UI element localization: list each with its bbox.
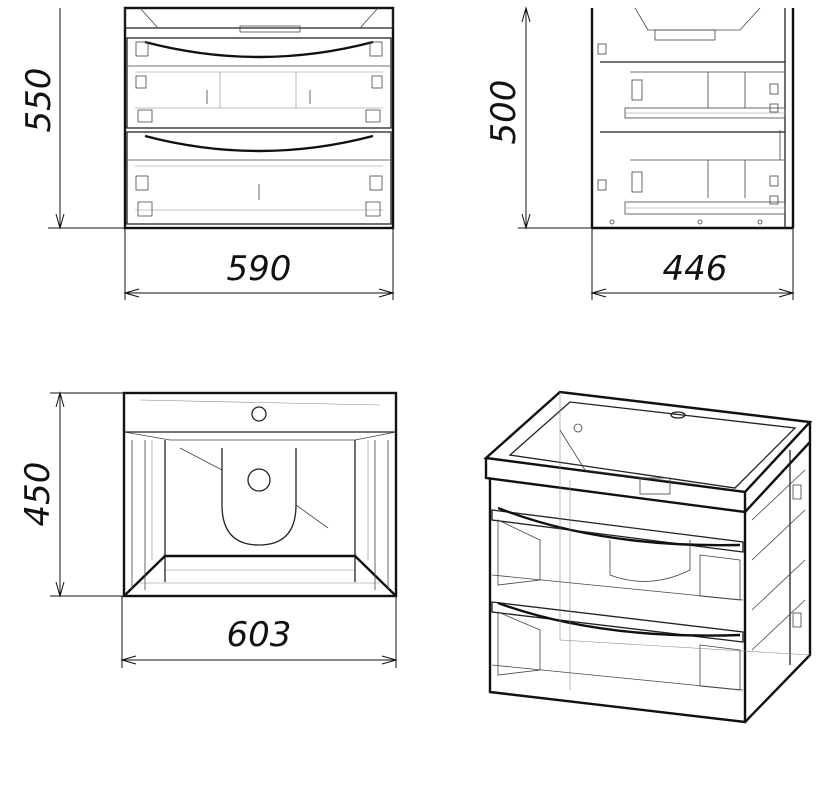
isometric-view [483,390,813,724]
iso-faucet-hole [670,411,686,419]
top-depth-dimension: 450 [18,391,124,598]
front-view [123,6,395,230]
side-height-dimension: 500 [484,6,592,230]
faucet-hole [251,406,267,422]
side-view [590,7,795,230]
top-view [122,391,398,598]
front-width-dimension: 590 [123,228,395,300]
front-width-label: 590 [227,249,292,289]
side-depth-dimension: 446 [590,228,795,300]
top-width-label: 603 [227,615,292,655]
side-depth-label: 446 [663,249,728,289]
front-height-label: 550 [19,68,59,133]
side-height-label: 500 [484,80,524,145]
top-depth-label: 450 [18,462,58,527]
drain-hole [247,468,271,492]
top-width-dimension: 603 [120,596,398,668]
front-height-dimension: 550 [19,8,125,230]
